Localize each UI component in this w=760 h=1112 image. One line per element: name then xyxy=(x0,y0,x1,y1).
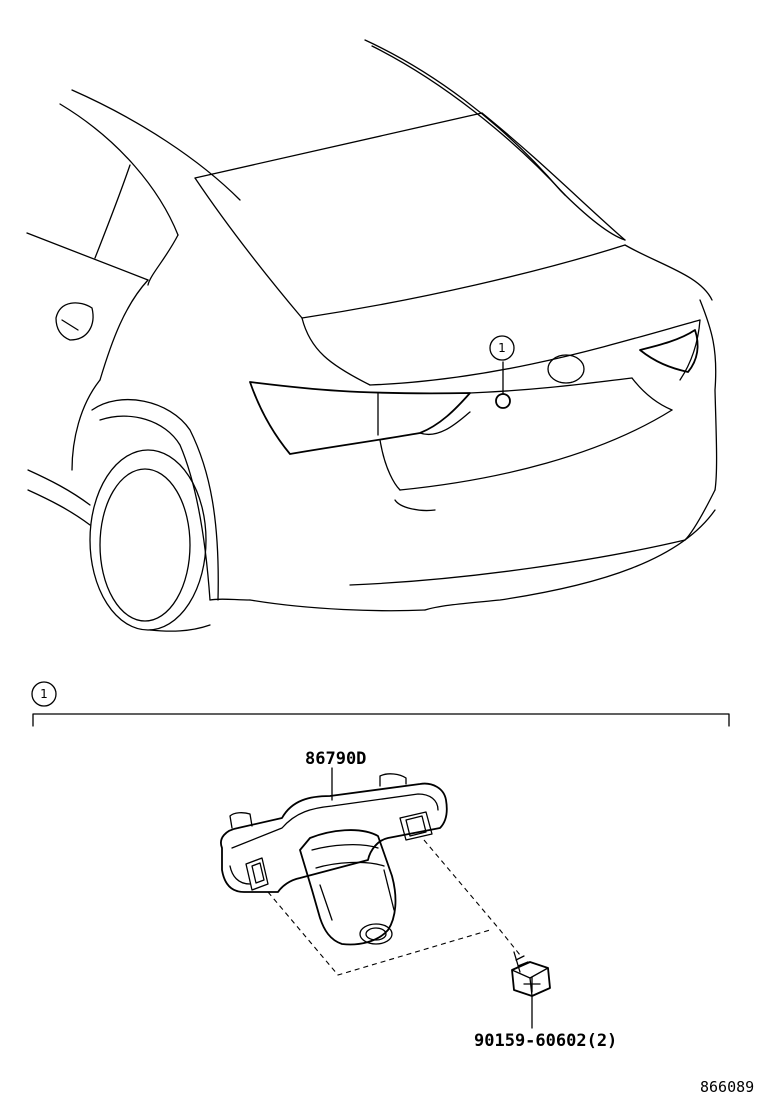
callout-number-section: 1 xyxy=(40,687,48,701)
screw-illustration xyxy=(511,951,551,1029)
callout-circle-car xyxy=(489,335,515,361)
part-number-camera: 86790D xyxy=(305,749,366,769)
callout-circle-section xyxy=(31,681,57,707)
figure-reference-number: 866089 xyxy=(700,1078,754,1096)
camera-assembly-illustration xyxy=(220,767,448,946)
section-header: 1 xyxy=(31,681,730,727)
part-number-screw: 90159-60602(2) xyxy=(474,1031,617,1051)
callout-number-car: 1 xyxy=(498,341,506,355)
car-rear-illustration: 1 xyxy=(26,39,718,632)
mounting-guide-lines xyxy=(267,839,521,976)
